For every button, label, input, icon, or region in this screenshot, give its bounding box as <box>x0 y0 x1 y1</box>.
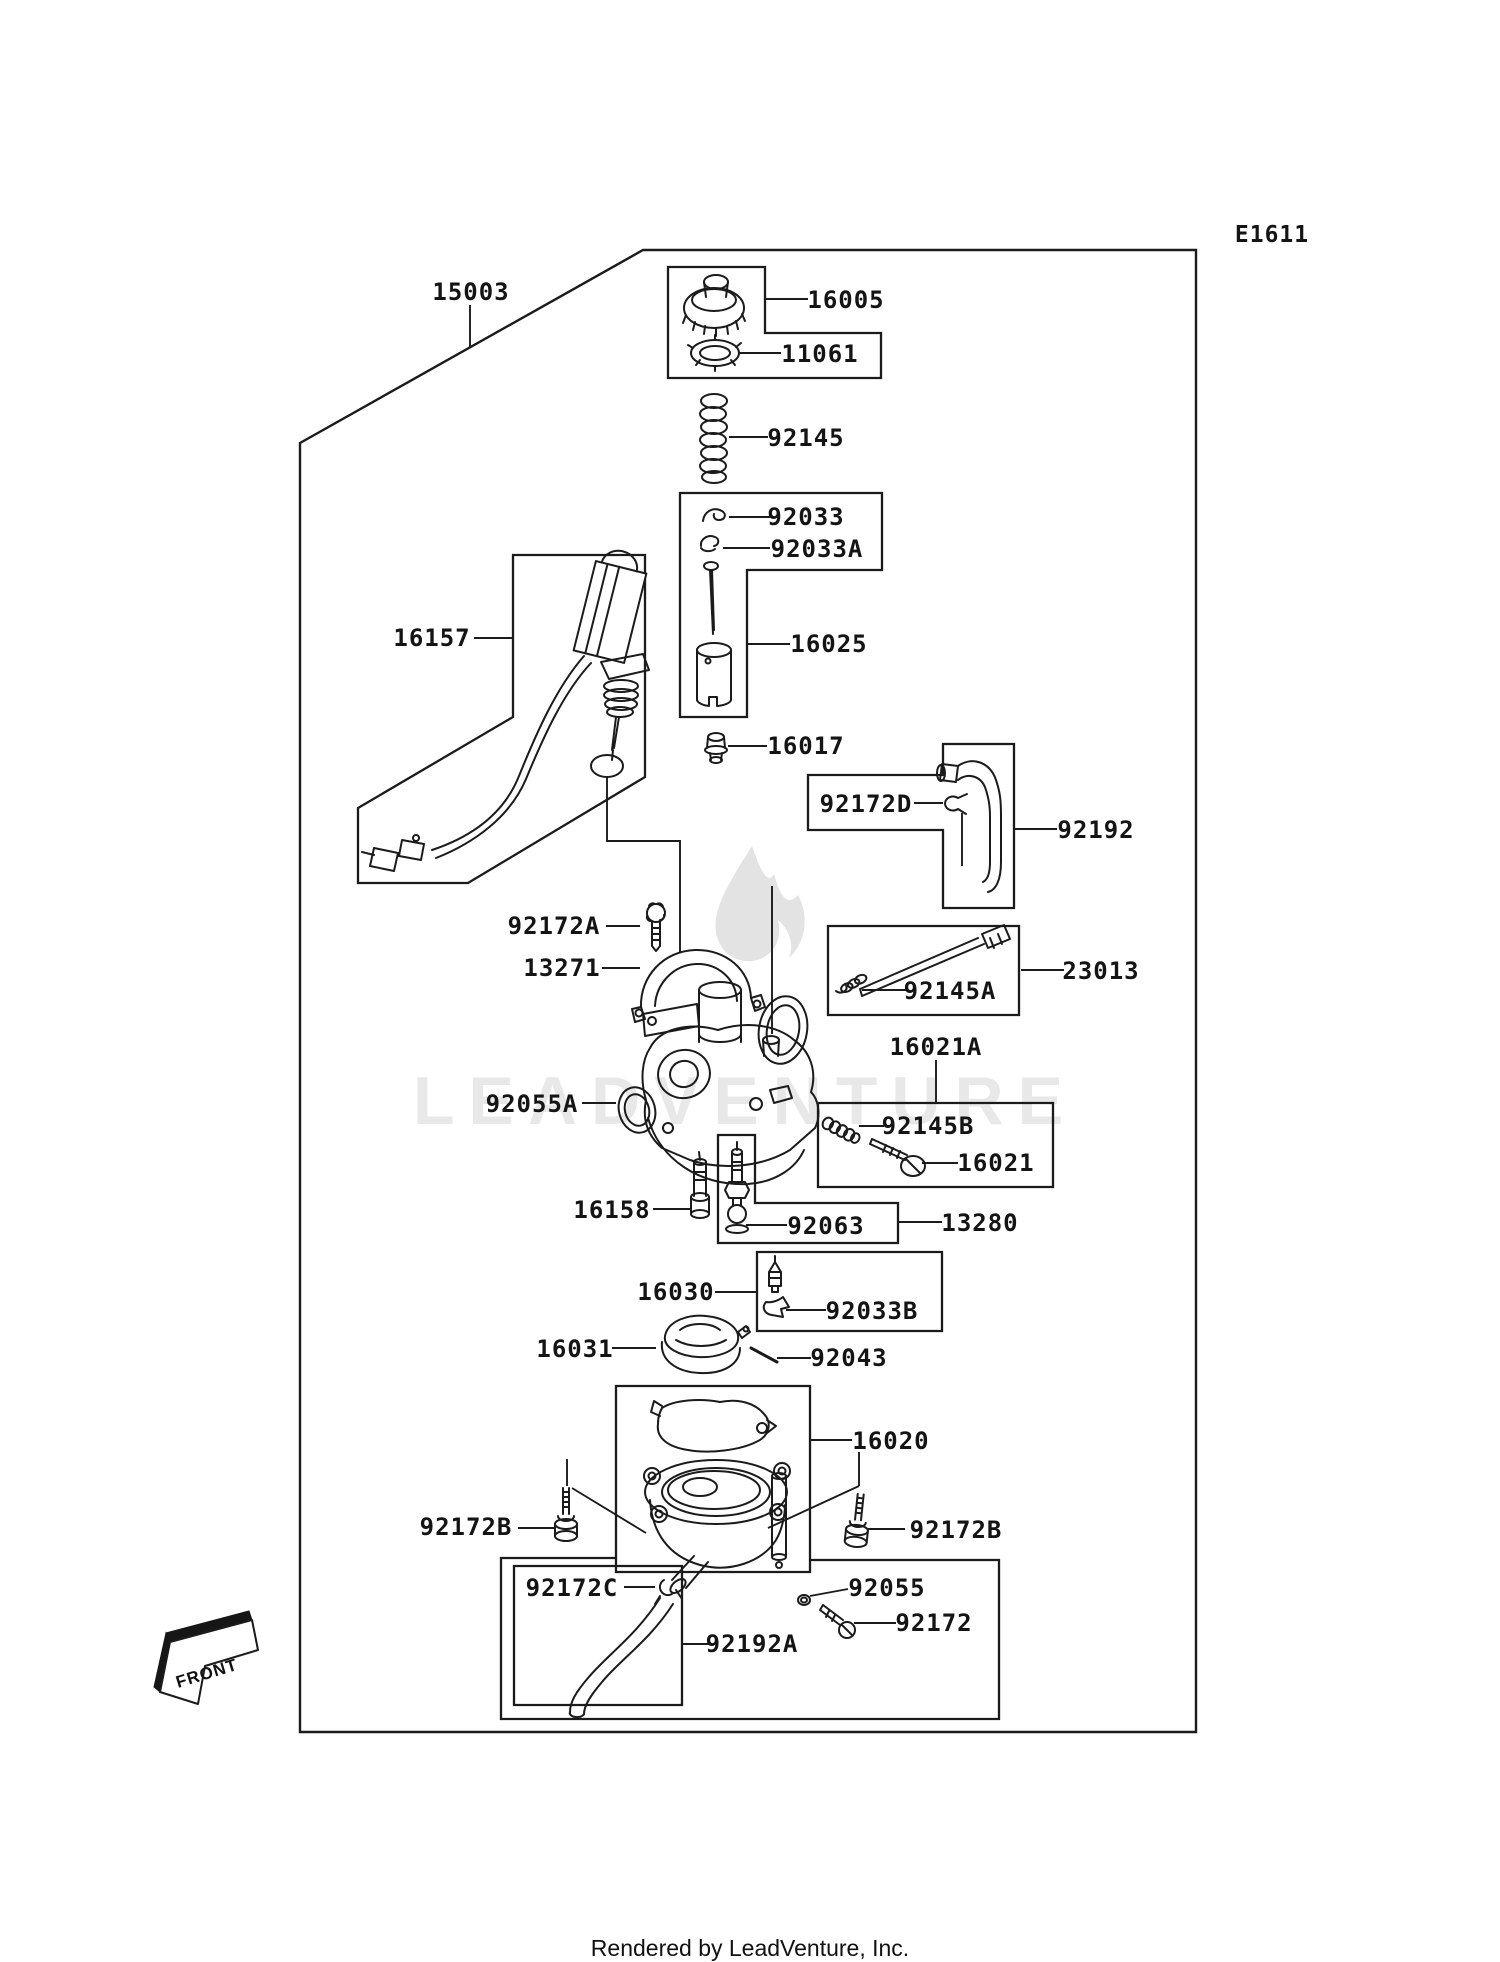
screw-92172b-right-drawing <box>843 1492 869 1548</box>
part-label-92172[interactable]: 92172 <box>895 1609 972 1637</box>
gasket-16020-drawing <box>650 1399 777 1453</box>
part-label-92145[interactable]: 92145 <box>767 424 844 452</box>
front-arrow-face <box>159 1619 259 1705</box>
clip-92033a-drawing <box>699 535 720 553</box>
part-label-92063[interactable]: 92063 <box>787 1212 864 1240</box>
group-box-bottom-hardware <box>499 1556 1001 1721</box>
pilot-screw-23013-drawing <box>835 924 1011 997</box>
footer-credit: Rendered by LeadVenture, Inc. <box>591 1935 909 1961</box>
jet-92063-drawing <box>724 1141 750 1234</box>
group-box-23013 <box>826 924 1021 1017</box>
ring-11061-drawing <box>687 334 742 372</box>
spring-92145-drawing <box>699 393 728 484</box>
choke-cable-16157-drawing <box>361 549 650 872</box>
spring-92145b-drawing <box>821 1116 861 1144</box>
hose-92192a-drawing <box>568 1597 674 1719</box>
part-label-92172b-right[interactable]: 92172B <box>910 1516 1003 1544</box>
watermark-text: LEADVENTURE <box>413 1063 1077 1139</box>
valve-16017-drawing <box>704 732 728 764</box>
part-label-16020[interactable]: 16020 <box>852 1427 929 1455</box>
part-label-92145b[interactable]: 92145B <box>882 1112 975 1140</box>
float-16031-drawing <box>660 1314 751 1375</box>
part-label-92172c[interactable]: 92172C <box>526 1574 619 1602</box>
hose-92192-drawing <box>936 760 1002 893</box>
part-label-16158[interactable]: 16158 <box>573 1196 650 1224</box>
part-label-16030[interactable]: 16030 <box>637 1278 714 1306</box>
part-label-92043[interactable]: 92043 <box>810 1344 887 1372</box>
clip-92033b-drawing <box>762 1296 790 1318</box>
part-label-92055[interactable]: 92055 <box>848 1574 925 1602</box>
flame-watermark-icon <box>715 846 805 962</box>
part-label-92172d[interactable]: 92172D <box>820 790 913 818</box>
assembly-connector-lines <box>566 777 963 1534</box>
part-label-92033[interactable]: 92033 <box>767 503 844 531</box>
part-label-16017[interactable]: 16017 <box>767 732 844 760</box>
part-label-92192a[interactable]: 92192A <box>706 1630 799 1658</box>
part-label-15003[interactable]: 15003 <box>432 278 509 306</box>
part-label-92033b[interactable]: 92033B <box>826 1297 919 1325</box>
needle-slide-16025-drawing <box>696 561 732 707</box>
jet-16158-drawing <box>690 1151 710 1219</box>
carburetor-body-drawing <box>641 981 820 1186</box>
screw-16021-drawing <box>869 1138 926 1177</box>
part-label-16025[interactable]: 16025 <box>790 630 867 658</box>
screw-left-guide-diagonal <box>571 1487 647 1534</box>
part-label-13271[interactable]: 13271 <box>523 954 600 982</box>
screw-92172a-drawing <box>645 902 666 952</box>
group-box-16030 <box>755 1250 944 1333</box>
cap-16005-drawing <box>682 274 746 337</box>
screw-right-guide-diagonal <box>767 1485 860 1529</box>
connector-16157-to-carb <box>606 777 681 952</box>
float-bowl-16020-drawing <box>643 1459 791 1594</box>
float-valve-16030-drawing <box>768 1255 782 1293</box>
part-label-92192[interactable]: 92192 <box>1057 816 1134 844</box>
clip-92033-drawing <box>702 508 726 522</box>
group-box-92033-16025 <box>678 491 884 719</box>
group-box-92192a-hose <box>512 1564 684 1707</box>
part-label-11061[interactable]: 11061 <box>781 340 858 368</box>
part-label-16031[interactable]: 16031 <box>536 1335 613 1363</box>
diagram-code: E1611 <box>1235 222 1309 248</box>
leader-92055 <box>809 1588 849 1597</box>
group-box-92192 <box>806 742 1016 910</box>
part-label-92172b-left[interactable]: 92172B <box>420 1513 513 1541</box>
leadventure-watermark: LEADVENTURE <box>413 846 1077 1139</box>
part-label-16157[interactable]: 16157 <box>393 624 470 652</box>
leader-lines <box>469 298 1064 1645</box>
part-labels: 15003 16005 11061 92145 92033 92033A 160… <box>393 278 1139 1658</box>
oring-92055a-drawing <box>617 1086 657 1134</box>
group-box-16005-11061 <box>666 265 883 380</box>
part-label-23013[interactable]: 23013 <box>1062 957 1139 985</box>
group-box-16157 <box>356 553 647 885</box>
group-box-16020 <box>614 1384 812 1574</box>
oring-92055-drawing <box>797 1594 811 1606</box>
diagram-outline <box>298 248 1198 1734</box>
pin-92043-drawing <box>749 1346 779 1364</box>
screw-92172-drawing <box>819 1604 856 1639</box>
part-label-92145a[interactable]: 92145A <box>904 977 997 1005</box>
part-label-92055a[interactable]: 92055A <box>486 1090 579 1118</box>
part-label-92033a[interactable]: 92033A <box>771 535 864 563</box>
part-label-16005[interactable]: 16005 <box>807 286 884 314</box>
clamp-92172d-drawing <box>944 793 968 815</box>
front-direction-arrow: FRONT <box>153 1610 259 1705</box>
part-label-16021[interactable]: 16021 <box>957 1149 1034 1177</box>
group-box-16021a <box>816 1101 1055 1189</box>
part-label-13280[interactable]: 13280 <box>941 1209 1018 1237</box>
group-box-13280 <box>716 1133 900 1245</box>
screw-92172b-left-drawing <box>554 1487 578 1542</box>
part-label-92172a[interactable]: 92172A <box>508 912 601 940</box>
part-label-16021a[interactable]: 16021A <box>890 1033 983 1061</box>
